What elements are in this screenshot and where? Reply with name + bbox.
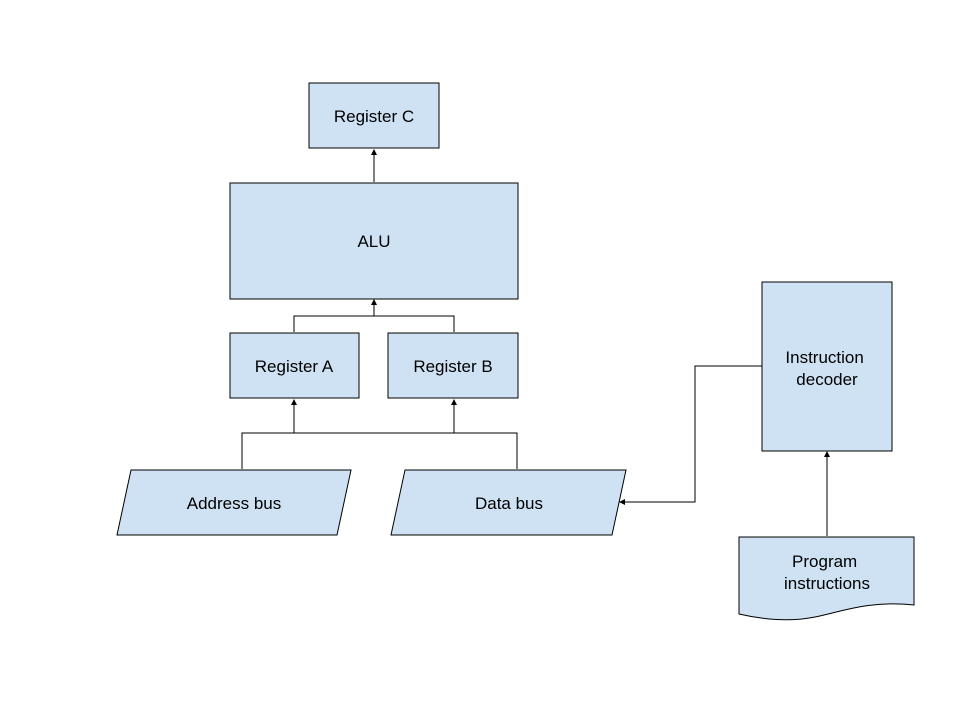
address-bus-parallelogram	[116, 469, 352, 536]
register-a-box	[229, 332, 360, 399]
data-bus-label: Data bus	[475, 494, 543, 513]
node-instruction-decoder: Instruction decoder	[761, 281, 893, 452]
node-address-bus: Address bus	[116, 469, 352, 536]
register-c-label: Register C	[334, 107, 414, 126]
data-bus-parallelogram	[390, 469, 627, 536]
node-register-c: Register C	[308, 82, 440, 149]
address-bus-label: Address bus	[187, 494, 282, 513]
register-c-box	[308, 82, 440, 149]
node-register-b: Register B	[387, 332, 519, 399]
instruction-decoder-label-line-1: Instruction	[785, 348, 863, 367]
program-instructions-label: Program instructions	[784, 552, 870, 593]
edges	[241, 149, 830, 536]
program-instructions-label-line-2: instructions	[784, 574, 870, 593]
node-alu: ALU	[229, 182, 519, 300]
instruction-decoder-label-line-2: decoder	[796, 370, 858, 389]
alu-box	[229, 182, 519, 300]
instruction-decoder-box	[761, 281, 893, 452]
node-program-instructions: Program instructions	[738, 536, 915, 621]
edge-register-b-to-alu	[374, 315, 455, 332]
program-instructions-document	[738, 536, 915, 621]
edge-address-bus-to-registers	[241, 399, 297, 469]
register-b-label: Register B	[413, 357, 492, 376]
alu-label: ALU	[357, 232, 390, 251]
register-b-box	[387, 332, 519, 399]
program-instructions-label-line-1: Program	[792, 552, 857, 571]
node-register-a: Register A	[229, 332, 360, 399]
node-data-bus: Data bus	[390, 469, 627, 536]
register-a-label: Register A	[255, 357, 334, 376]
edge-instruction-decoder-to-data-bus	[619, 365, 762, 505]
edge-data-bus-to-registers	[451, 399, 518, 469]
instruction-decoder-label: Instruction decoder	[785, 348, 868, 389]
edge-register-a-to-alu	[293, 299, 377, 332]
